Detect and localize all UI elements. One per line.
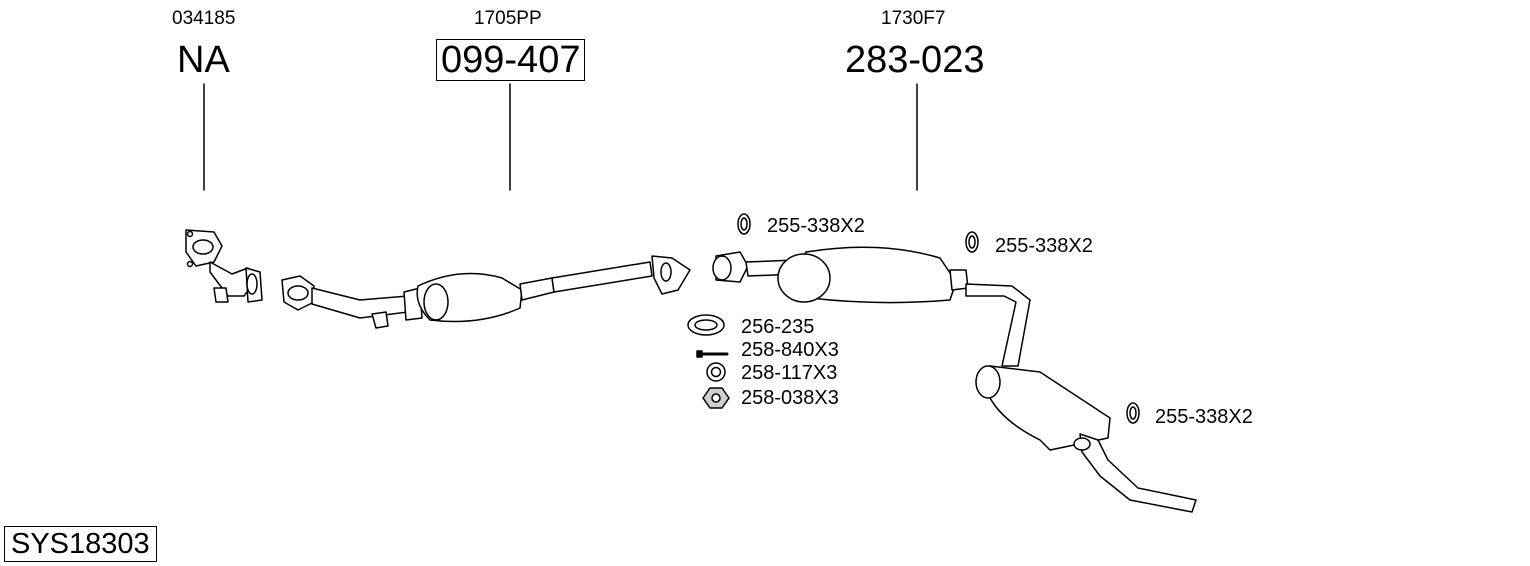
- bolt-icon: [696, 350, 729, 358]
- part-number-3: 283-023: [845, 39, 985, 81]
- system-code: SYS18303: [4, 526, 157, 562]
- washer-icon: [706, 362, 726, 382]
- gasket-ring-icon: [737, 213, 751, 235]
- accessory-label: 256-235: [741, 316, 815, 338]
- front-pipe-part: [185, 229, 263, 303]
- accessory-label: 258-117X3: [741, 362, 838, 384]
- accessory-label: 258-038X3: [741, 387, 839, 409]
- gasket-ring-icon: [965, 231, 979, 253]
- gasket-ring-icon: [1126, 402, 1140, 424]
- ref-code-3: 1730F7: [881, 8, 946, 29]
- part-number-1: NA: [177, 39, 230, 81]
- accessory-label: 255-338X2: [1155, 406, 1253, 428]
- ref-code-2: 1705PP: [474, 8, 542, 29]
- flange-gasket-icon: [687, 314, 725, 336]
- rear-silencer-part: [712, 246, 1197, 513]
- accessory-label: 258-840X3: [741, 339, 839, 361]
- part-number-2: 099-407: [436, 39, 586, 81]
- nut-icon: [702, 387, 730, 409]
- catalytic-converter-part: [281, 255, 691, 329]
- accessory-label: 255-338X2: [767, 215, 865, 237]
- accessory-label: 255-338X2: [995, 235, 1093, 257]
- ref-code-1: 034185: [172, 8, 236, 29]
